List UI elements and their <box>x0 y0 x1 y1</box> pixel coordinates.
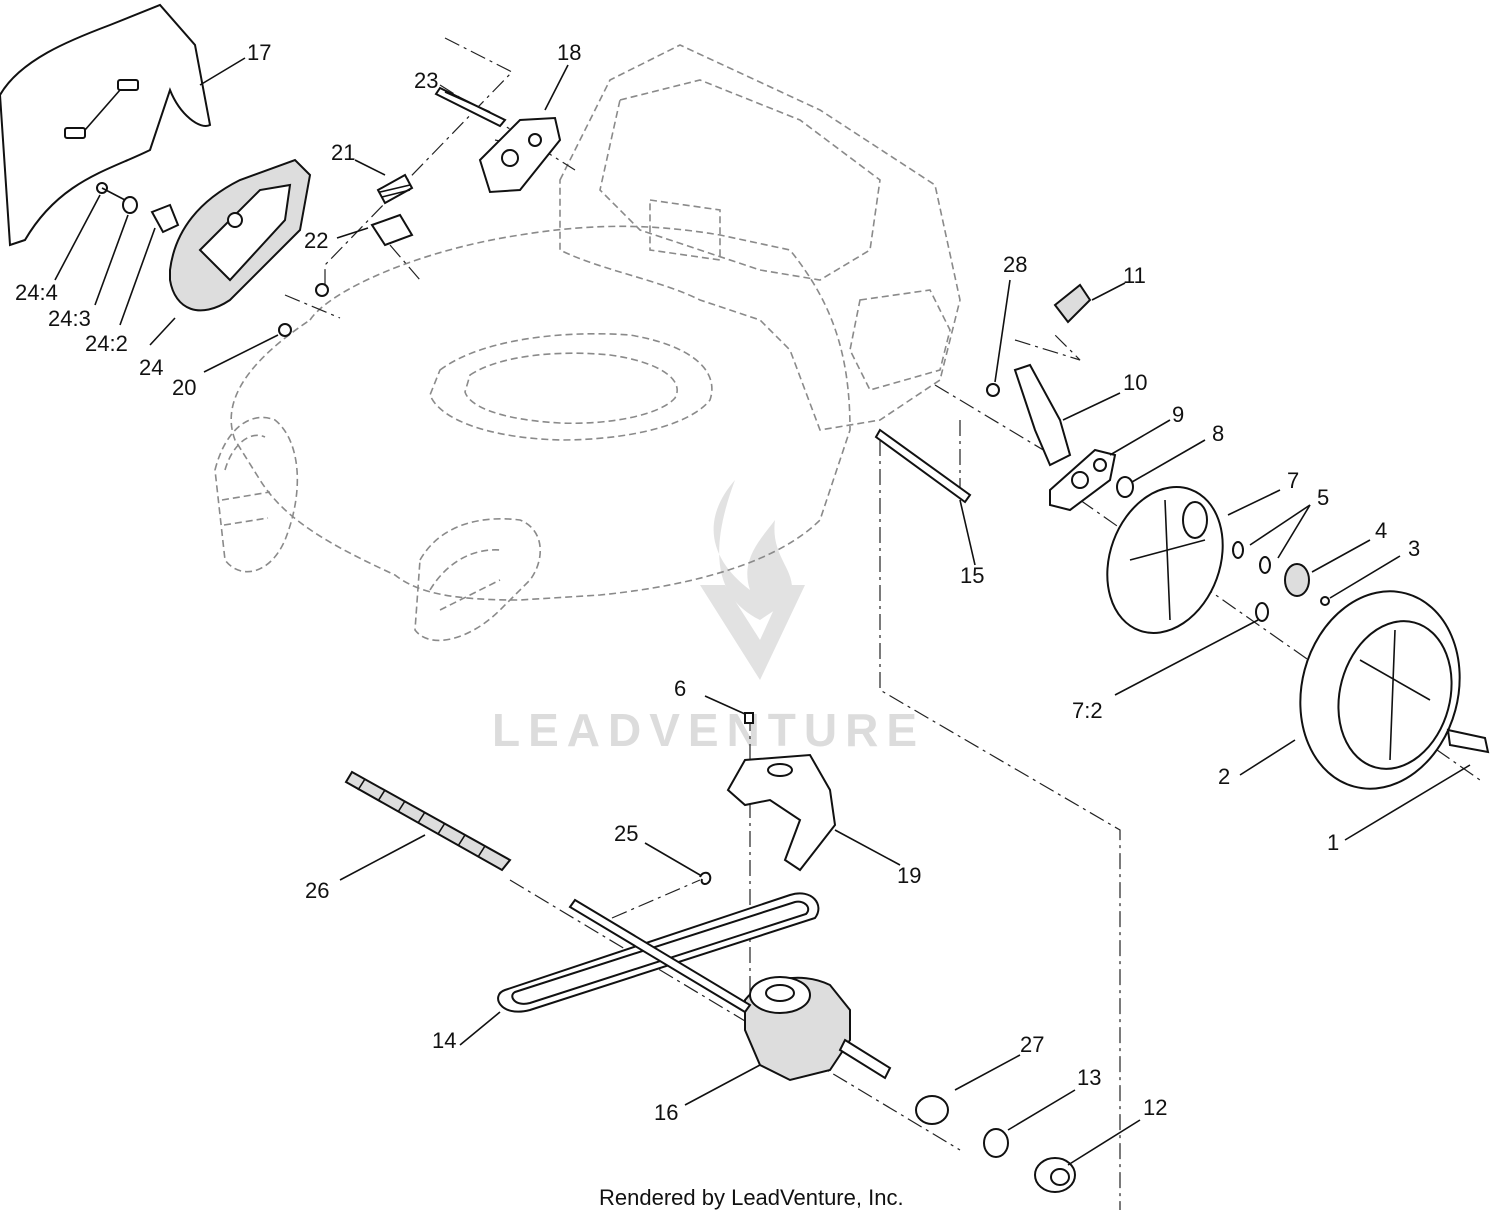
callout-9: 9 <box>1172 402 1184 427</box>
callout-27: 27 <box>1020 1032 1044 1057</box>
callout-28: 28 <box>1003 252 1027 277</box>
part-22-bracket <box>370 213 414 247</box>
part-27-bushing <box>915 1095 949 1125</box>
part-7-2-washer <box>1255 602 1269 622</box>
part-25-pin <box>699 871 712 885</box>
part-1-bolt <box>1446 728 1490 754</box>
callout-23: 23 <box>414 68 438 93</box>
assembly-lines <box>284 37 1481 1210</box>
callout-4: 4 <box>1375 518 1387 543</box>
watermark-flame-icon <box>713 480 793 620</box>
watermark-brand-text: LEADVENTURE <box>492 704 925 756</box>
callout-18: 18 <box>557 40 581 65</box>
callout-10: 10 <box>1123 370 1147 395</box>
mower-deck-outline <box>214 44 961 642</box>
parts-24-hardware <box>96 182 180 234</box>
callout-25: 25 <box>614 821 638 846</box>
callout-1: 1 <box>1327 830 1339 855</box>
callout-5: 5 <box>1317 485 1329 510</box>
part-23-rod <box>434 86 507 128</box>
part-19-bracket <box>726 753 837 872</box>
part-26-spring <box>344 770 512 872</box>
callout-14: 14 <box>432 1028 456 1053</box>
part-4-gear <box>1284 563 1310 597</box>
callout-6: 6 <box>674 676 686 701</box>
part-11-clip <box>1053 283 1092 324</box>
callout-21: 21 <box>331 140 355 165</box>
callout-12: 12 <box>1143 1095 1167 1120</box>
callout-2: 2 <box>1218 764 1230 789</box>
part-5-washers <box>1232 541 1271 574</box>
callout-13: 13 <box>1077 1065 1101 1090</box>
callout-8: 8 <box>1212 421 1224 446</box>
part-8-ring <box>1116 476 1134 498</box>
part-12-bushing <box>1034 1157 1076 1193</box>
callout-leaders <box>54 57 1471 1166</box>
part-18-plate <box>478 116 562 194</box>
part-28-screw <box>986 383 1000 397</box>
callout-3: 3 <box>1408 536 1420 561</box>
callout-17: 17 <box>247 40 271 65</box>
part-9-plate <box>1049 448 1117 512</box>
callout-24-4: 24:4 <box>15 280 58 305</box>
part-6-screw <box>744 712 754 724</box>
callout-19: 19 <box>897 863 921 888</box>
part-3-clip <box>1320 596 1330 606</box>
callout-15: 15 <box>960 563 984 588</box>
callout-11: 11 <box>1123 263 1146 288</box>
callout-24-2: 24:2 <box>85 331 128 356</box>
part-17-chute-cover <box>0 3 212 247</box>
callout-7: 7 <box>1287 468 1299 493</box>
part-7-wheel-cover <box>1106 486 1224 634</box>
part-2-wheel <box>1299 590 1461 790</box>
leadventure-watermark: LEADVENTURE <box>492 480 925 756</box>
render-credit: Rendered by LeadVenture, Inc. <box>599 1185 904 1210</box>
watermark-v-icon <box>700 585 805 680</box>
callout-24-3: 24:3 <box>48 306 91 331</box>
part-21-spring <box>376 173 414 205</box>
callout-labels: 17 18 23 21 22 24:4 24:3 24:2 24 20 28 1… <box>15 40 1420 1125</box>
part-10-bracket <box>1013 363 1072 467</box>
part-15-rod <box>874 428 972 504</box>
callout-20: 20 <box>172 375 196 400</box>
callout-26: 26 <box>305 878 329 903</box>
part-13-bushing <box>983 1128 1009 1158</box>
part-20-screws <box>278 283 329 337</box>
callout-22: 22 <box>304 228 328 253</box>
part-24-chute-door <box>169 158 312 312</box>
callout-24: 24 <box>139 355 163 380</box>
part-16-transmission <box>568 898 892 1082</box>
callout-16: 16 <box>654 1100 678 1125</box>
callout-7-2: 7:2 <box>1072 698 1103 723</box>
